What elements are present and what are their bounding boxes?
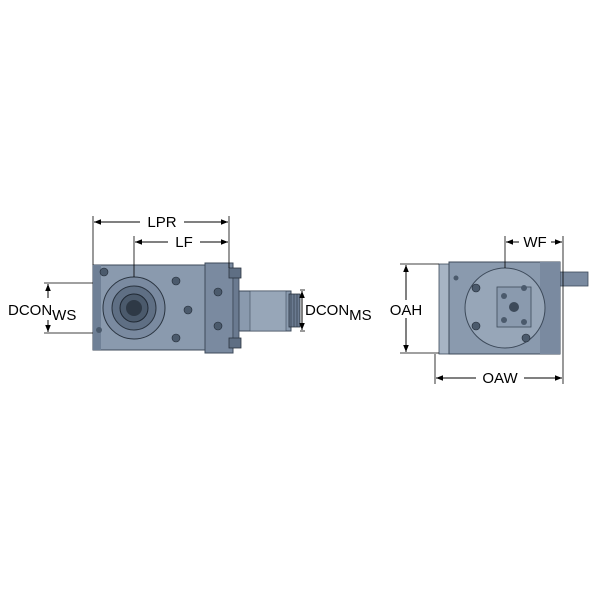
side-view: LPR LF DCONWS DCONMS [6,212,385,354]
front-screw-5 [501,293,507,299]
shank-spline [249,290,287,332]
screw-top-left [99,267,109,277]
front-screw-8 [453,275,459,281]
dcon-ms-main: DCON [305,302,349,319]
screw-top-right [171,276,181,286]
dcon-ms-label: DCONMS [305,302,372,324]
front-screw-4 [521,319,527,325]
screw-bottom-right [171,333,181,343]
oah-label: OAH [390,302,423,319]
front-center-hole [509,302,519,312]
wf-label: WF [523,234,546,251]
screw-flange-2 [213,321,223,331]
bolt-top [228,267,242,279]
front-screw-6 [501,317,507,323]
dcon-ws-label: DCONWS [8,302,76,324]
front-view: OAH OAW WF [386,233,589,387]
dcon-ws-main: DCON [8,302,52,319]
oaw-label: OAW [482,370,518,387]
bolt-bottom [228,337,242,349]
flange-plate [204,262,234,354]
drive-gear [288,293,301,328]
screw-right [183,305,193,315]
front-screw-2 [471,321,481,331]
dcon-ms-sub: MS [349,307,372,324]
housing-left-rib [93,265,101,350]
lpr-label: LPR [147,214,176,231]
shank-stub [557,271,589,287]
flange-step [232,273,240,343]
front-screw-7 [521,333,531,343]
dcon-ws-sub: WS [52,307,76,324]
front-screw-3 [521,285,527,291]
screw-flange-1 [213,287,223,297]
spindle-bore [126,300,142,316]
lf-label: LF [175,234,193,251]
screw-left [96,327,102,333]
front-screw-1 [471,283,481,293]
front-housing-shade [540,262,560,354]
